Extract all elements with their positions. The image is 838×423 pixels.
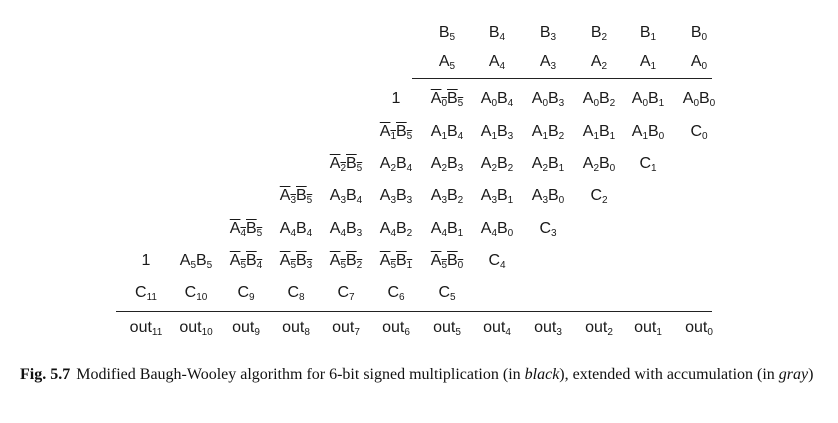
array-cell: out8	[282, 319, 310, 338]
array-cell: A1B2	[531, 123, 565, 142]
array-cell: C1	[639, 155, 657, 174]
array-cell: B3	[539, 24, 557, 43]
caption-label: Fig. 5.7	[20, 366, 71, 383]
array-cell: A4B2	[379, 220, 413, 239]
array-cell: A5B5	[179, 252, 213, 271]
array-cell: A0B2	[582, 90, 616, 109]
caption-emphasis-black: black	[524, 366, 560, 383]
array-cell: A4B0	[480, 220, 514, 239]
array-cell: A3B2	[430, 187, 464, 206]
array-cell: C6	[387, 284, 405, 303]
array-cell: A4B5	[229, 220, 263, 239]
array-cell: A2B2	[480, 155, 514, 174]
array-cell: C8	[287, 284, 305, 303]
array-cell: A3	[539, 53, 557, 72]
array-cell: A1	[639, 53, 657, 72]
array-cell: 1	[391, 90, 401, 107]
array-cell: A3B4	[329, 187, 363, 206]
array-cell: C10	[184, 284, 208, 303]
array-cell: B2	[590, 24, 608, 43]
array-cell: A5B0	[430, 252, 464, 271]
array-cell: A1B1	[582, 123, 616, 142]
caption-text-1: Modified Baugh-Wooley algorithm for 6-bi…	[76, 366, 525, 383]
array-cell: A0B1	[631, 90, 665, 109]
array-cell: A0B3	[531, 90, 565, 109]
array-cell: C3	[539, 220, 557, 239]
array-cell: A1B3	[480, 123, 514, 142]
array-cell: A1B0	[631, 123, 665, 142]
array-cell: A5B1	[379, 252, 413, 271]
array-cell: out6	[382, 319, 410, 338]
array-cell: out11	[129, 319, 163, 338]
array-cell: A0B4	[480, 90, 514, 109]
array-cell: 1	[141, 252, 151, 269]
array-cell: C11	[135, 284, 157, 303]
array-cell: A0	[690, 53, 708, 72]
array-cell: out7	[332, 319, 360, 338]
operand-separator-line	[412, 78, 712, 79]
array-cell: out5	[433, 319, 461, 338]
array-cell: A1B4	[430, 123, 464, 142]
array-cell: out9	[232, 319, 260, 338]
array-cell: out4	[483, 319, 511, 338]
array-cell: A0B0	[682, 90, 716, 109]
figure-caption: Fig. 5.7 Modified Baugh-Wooley algorithm …	[20, 364, 820, 386]
array-cell: B1	[639, 24, 657, 43]
array-cell: B0	[690, 24, 708, 43]
array-cell: A3B1	[480, 187, 514, 206]
array-cell: C5	[438, 284, 456, 303]
array-cell: A2B4	[379, 155, 413, 174]
array-cell: A2B1	[531, 155, 565, 174]
array-cell: out10	[179, 319, 213, 338]
array-cell: A3B0	[531, 187, 565, 206]
array-cell: B5	[438, 24, 456, 43]
array-cell: C2	[590, 187, 608, 206]
array-cell: out2	[585, 319, 613, 338]
array-cell: A3B3	[379, 187, 413, 206]
array-cell: out0	[685, 319, 713, 338]
array-cell: A4B3	[329, 220, 363, 239]
array-cell: A4B4	[279, 220, 313, 239]
caption-emphasis-gray: gray	[778, 366, 809, 383]
array-cell: C7	[337, 284, 355, 303]
array-cell: A2B5	[329, 155, 363, 174]
array-cell: A4B1	[430, 220, 464, 239]
result-separator-line	[116, 311, 712, 312]
array-cell: C0	[690, 123, 708, 142]
array-cell: out1	[634, 319, 662, 338]
array-cell: A5B3	[279, 252, 313, 271]
array-cell: A2B3	[430, 155, 464, 174]
array-cell: A2	[590, 53, 608, 72]
array-cell: A5	[438, 53, 456, 72]
array-cell: A4	[488, 53, 506, 72]
array-cell: A0B5	[430, 90, 464, 109]
array-cell: B4	[488, 24, 506, 43]
array-cell: A3B5	[279, 187, 313, 206]
array-cell: A2B0	[582, 155, 616, 174]
array-cell: C9	[237, 284, 255, 303]
caption-text-3: )	[808, 366, 814, 383]
array-cell: A5B4	[229, 252, 263, 271]
caption-text-2: ), extended with accumulation (in	[559, 366, 779, 383]
array-cell: A1B5	[379, 123, 413, 142]
array-cell: A5B2	[329, 252, 363, 271]
array-cell: C4	[488, 252, 506, 271]
array-cell: out3	[534, 319, 562, 338]
